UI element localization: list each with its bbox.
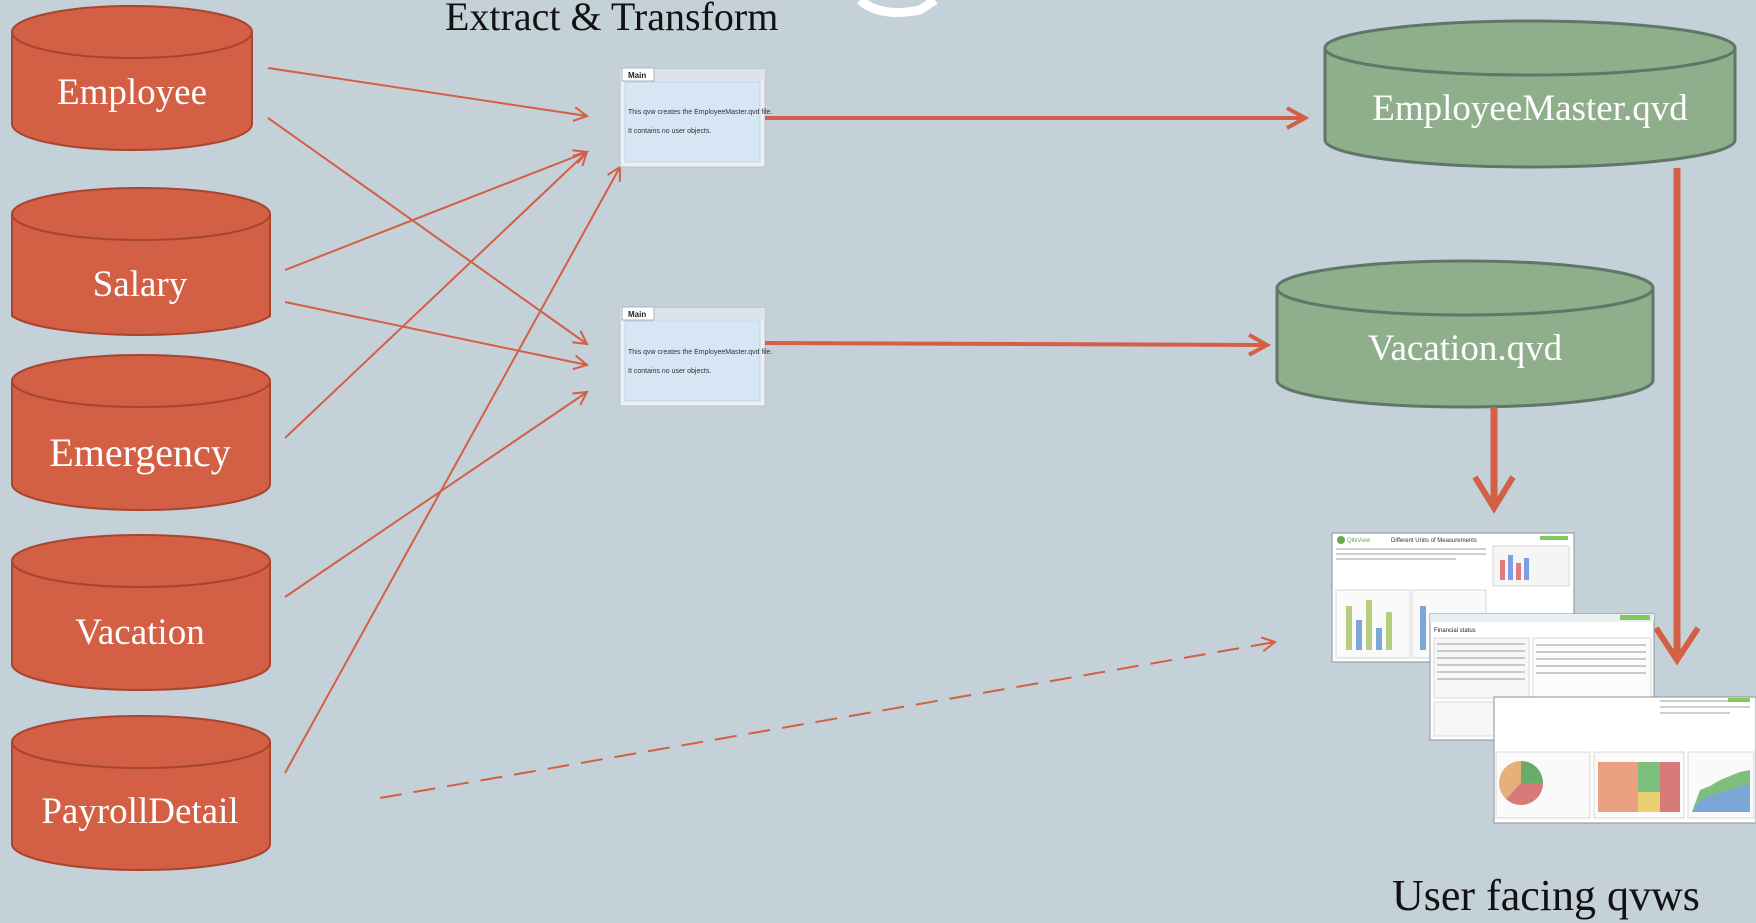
source-cylinder-vacation: Vacation bbox=[11, 534, 271, 691]
arrow-payroll-to-user-qvws bbox=[379, 642, 1275, 799]
etl-window-2-line2: It contains no user objects. bbox=[628, 368, 711, 375]
qvd-label-vacation: Vacation.qvd bbox=[1368, 328, 1563, 369]
user-thumbnail-3[interactable] bbox=[1493, 696, 1756, 824]
etl-window-1-line1: This qvw creates the EmployeeMaster.qvd … bbox=[628, 109, 772, 116]
arrow-salary-to-etl2 bbox=[284, 301, 587, 365]
arrow-employee-master-head bbox=[1653, 626, 1701, 666]
source-label-emergency: Emergency bbox=[49, 430, 230, 475]
qvd-cylinder-employee-master: EmployeeMaster.qvd bbox=[1323, 19, 1737, 169]
etl-window-2-tab[interactable]: Main bbox=[628, 310, 646, 319]
thumb1-button bbox=[1540, 536, 1568, 540]
arrow-salary-to-etl1 bbox=[284, 152, 587, 271]
etl-window-1-tab[interactable]: Main bbox=[628, 71, 646, 80]
etl-output-arrows bbox=[764, 118, 1305, 345]
etl-window-2-line1: This qvw creates the EmployeeMaster.qvd … bbox=[628, 349, 772, 356]
etl-window-1[interactable]: Main This qvw creates the EmployeeMaster… bbox=[619, 67, 772, 168]
arrow-vacation-qvd-head bbox=[1472, 475, 1516, 514]
qvd-to-user-arrows bbox=[1472, 168, 1701, 666]
qvd-label-employee-master: EmployeeMaster.qvd bbox=[1372, 88, 1688, 129]
arrow-etl2-to-vacation-qvd bbox=[764, 343, 1267, 345]
arrow-emergency-to-etl1 bbox=[284, 152, 587, 439]
source-label-vacation: Vacation bbox=[75, 612, 204, 653]
source-cylinder-salary: Salary bbox=[11, 187, 271, 336]
etl-window-2[interactable]: Main This qvw creates the EmployeeMaster… bbox=[619, 306, 772, 407]
source-cylinder-payroll-detail: PayrollDetail bbox=[11, 715, 271, 871]
extract-transform-heading: Extract & Transform bbox=[445, 0, 778, 39]
etl-window-1-line2: It contains no user objects. bbox=[628, 128, 711, 135]
source-label-payroll-detail: PayrollDetail bbox=[41, 791, 238, 832]
qvd-cylinder-vacation: Vacation.qvd bbox=[1275, 259, 1655, 409]
arrow-employee-to-etl2 bbox=[267, 117, 587, 344]
arrow-employee-to-etl1 bbox=[267, 67, 587, 116]
source-label-salary: Salary bbox=[93, 264, 188, 305]
thumb2-title: Financial status bbox=[1434, 628, 1476, 634]
arrow-vacation-to-etl2 bbox=[284, 392, 587, 598]
user-thumbnail-1[interactable]: QlikView Different Units of Measurements bbox=[1331, 532, 1575, 663]
thumb1-logo-text: QlikView bbox=[1347, 538, 1371, 544]
clipped-decoration-icon bbox=[856, 0, 938, 17]
source-label-employee: Employee bbox=[57, 72, 207, 113]
source-arrows bbox=[267, 67, 1275, 799]
thumb1-title: Different Units of Measurements bbox=[1391, 538, 1477, 544]
qlikview-logo-icon bbox=[1337, 536, 1345, 544]
arrow-payroll-to-etl1 bbox=[284, 167, 620, 774]
user-facing-heading: User facing qvws bbox=[1392, 871, 1700, 920]
source-cylinder-emergency: Emergency bbox=[11, 354, 271, 511]
source-cylinder-employee: Employee bbox=[11, 5, 253, 151]
